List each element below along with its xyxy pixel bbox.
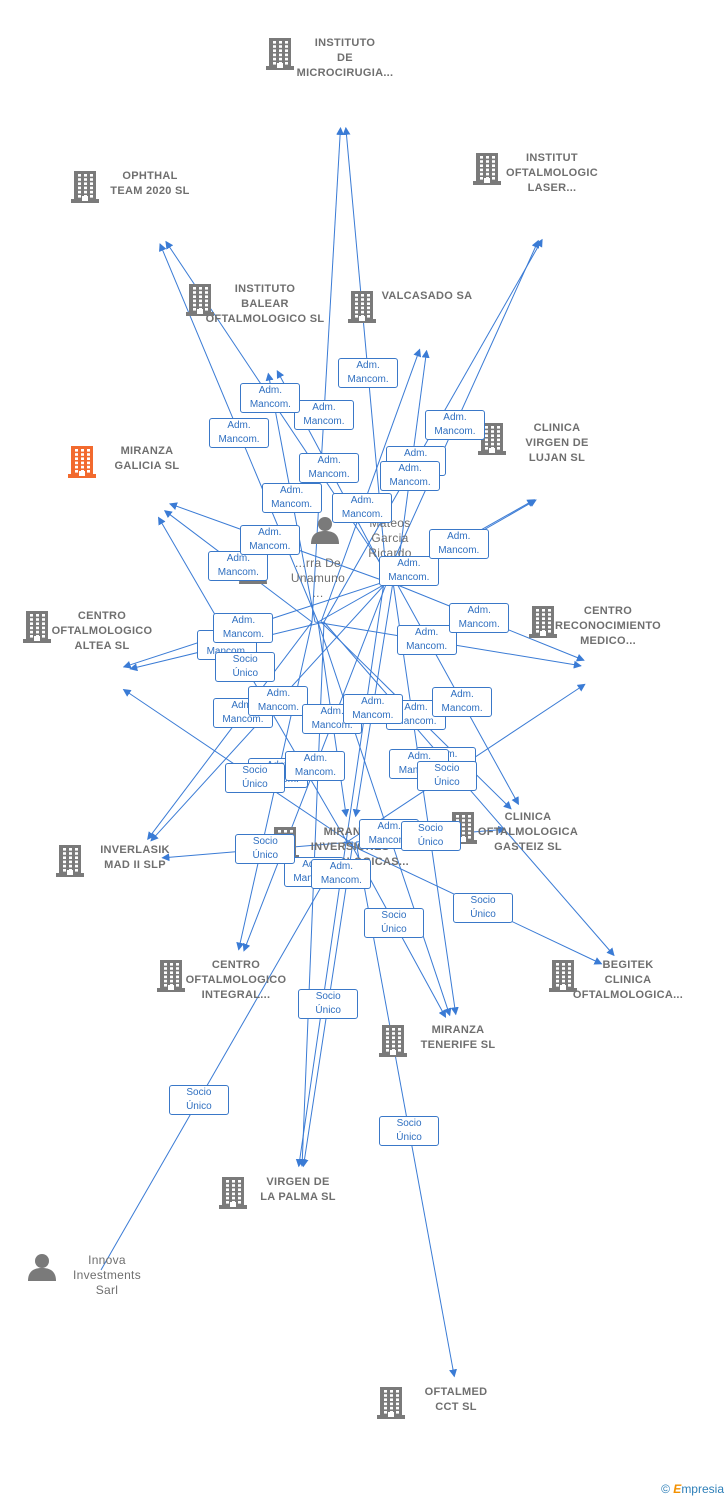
node-centro-integral[interactable]: CENTRO OFTALMOLOGICO INTEGRAL... (156, 958, 316, 1003)
node-label: OFTALMED CCT SL (424, 1386, 488, 1413)
edge-unamuno-to-miranza_tenerife (317, 621, 452, 1017)
edge-label[interactable]: Adm. Mancom. (428, 529, 489, 560)
building-icon (348, 291, 376, 323)
node-label: CENTRO OFTALMOLOGICO ALTEA SL (51, 610, 153, 652)
edge-label[interactable]: Adm. Mancom. (396, 625, 457, 656)
edge-label[interactable]: Adm. Mancom. (240, 383, 301, 414)
edge-label[interactable]: Adm. Mancom. (424, 409, 485, 440)
edge-label[interactable]: Socio Único (363, 907, 424, 938)
edge-label[interactable]: Socio Único (224, 762, 285, 793)
edge-label[interactable]: Adm. Mancom. (209, 417, 269, 448)
edge-label[interactable]: Adm. Mancom. (299, 453, 360, 484)
edge-label[interactable]: Adm. Mancom. (293, 399, 354, 430)
edge-label[interactable]: Adm. Mancom. (378, 555, 439, 586)
building-icon (473, 153, 501, 185)
copyright-symbol: © (661, 1482, 670, 1496)
edge-label[interactable]: Adm. Mancom. (449, 603, 510, 633)
brand-name: mpresia (681, 1482, 724, 1496)
node-label: MIRANZA GALICIA SL (114, 445, 180, 472)
edge-label[interactable]: Adm. Mancom. (338, 358, 399, 389)
building-icon (549, 960, 577, 992)
building-icon (529, 606, 557, 638)
building-icon (219, 1177, 247, 1209)
edge-label[interactable]: Socio Único (379, 1115, 440, 1146)
edge-label[interactable]: Adm. Mancom. (285, 751, 346, 782)
edge-label[interactable]: Adm. Mancom. (261, 482, 322, 513)
node-label: VIRGEN DE LA PALMA SL (260, 1176, 336, 1203)
edge-label[interactable]: Socio Único (215, 651, 276, 682)
node-label: BEGITEK CLINICA OFTALMOLOGICA... (572, 959, 684, 1001)
edge-label[interactable]: Adm. Mancom. (239, 524, 300, 555)
node-virgen-palma[interactable]: VIRGEN DE LA PALMA SL (218, 1175, 378, 1209)
edge-label[interactable]: Adm. Mancom. (208, 551, 269, 582)
edge-label[interactable]: Adm. Mancom. (332, 492, 393, 523)
node-label: ...rra De Unamuno ... (290, 556, 346, 600)
node-label: INVERLASIK MAD II SLP (100, 844, 170, 871)
node-label: INSTITUT OFTALMOLOGIC LASER... (506, 152, 598, 194)
brand-watermark: © Empresia (661, 1482, 724, 1496)
node-label: CLINICA VIRGEN DE LUJAN SL (525, 422, 589, 464)
node-oftalmed[interactable]: OFTALMED CCT SL (376, 1385, 536, 1419)
node-mateos[interactable]: Mateos Garcia Ricardo (310, 516, 470, 561)
node-clinica-lujan[interactable]: CLINICA VIRGEN DE LUJAN SL (477, 421, 637, 466)
edge-label[interactable]: Adm. Mancom. (432, 687, 493, 717)
node-label: CLINICA OFTALMOLOGICA GASTEIZ SL (477, 811, 579, 853)
node-ophthal[interactable]: OPHTHAL TEAM 2020 SL (70, 169, 230, 203)
edge-label[interactable]: Socio Único (416, 760, 477, 791)
building-icon (157, 960, 185, 992)
person-icon (28, 1254, 56, 1281)
node-label: INSTITUTO DE MICROCIRUGIA... (296, 37, 394, 79)
building-icon (377, 1387, 405, 1419)
node-label: OPHTHAL TEAM 2020 SL (110, 170, 190, 197)
node-instituto-balear[interactable]: INSTITUTO BALEAR OFTALMOLOGICO SL (185, 282, 345, 327)
edge-label[interactable]: Socio Único (453, 892, 514, 923)
node-institut-laser[interactable]: INSTITUT OFTALMOLOGIC LASER... (472, 151, 632, 196)
building-icon (379, 1025, 407, 1057)
brand-initial: E (673, 1482, 682, 1496)
building-icon (23, 611, 51, 643)
node-label: INSTITUTO BALEAR OFTALMOLOGICO SL (205, 283, 325, 325)
building-icon (68, 446, 96, 478)
building-icon (266, 38, 294, 70)
edge-label[interactable]: Adm. Mancom. (311, 859, 372, 890)
edge-label[interactable]: Socio Único (168, 1084, 229, 1115)
node-clinica-gasteiz[interactable]: CLINICA OFTALMOLOGICA GASTEIZ SL (448, 810, 608, 855)
building-icon (71, 171, 99, 203)
node-label: CENTRO OFTALMOLOGICO INTEGRAL... (185, 959, 287, 1001)
edge-innova-to-miranza_inv (100, 863, 335, 1271)
node-centro-reconoc[interactable]: CENTRO RECONOCIMIENTO MEDICO... (528, 604, 688, 649)
node-label: MIRANZA TENERIFE SL (420, 1024, 496, 1051)
edge-label[interactable]: Adm. Mancom. (342, 693, 403, 724)
edge-unamuno-to-inverlasik (147, 621, 313, 841)
node-innova[interactable]: Innova Investments Sarl (27, 1253, 187, 1298)
building-icon (56, 845, 84, 877)
edge-label[interactable]: Socio Único (235, 834, 296, 865)
edge-unamuno-to-valcasado (320, 348, 422, 623)
node-miranza-galicia[interactable]: MIRANZA GALICIA SL (67, 444, 227, 478)
edge-label[interactable]: Adm. Mancom. (380, 460, 441, 491)
node-valcasado[interactable]: VALCASADO SA (347, 289, 507, 323)
node-miranza-tenerife[interactable]: MIRANZA TENERIFE SL (378, 1023, 538, 1057)
node-begitek[interactable]: BEGITEK CLINICA OFTALMOLOGICA... (548, 958, 708, 1003)
node-label: CENTRO RECONOCIMIENTO MEDICO... (554, 605, 662, 647)
building-icon (186, 284, 214, 316)
node-inverlasik[interactable]: INVERLASIK MAD II SLP (55, 843, 215, 877)
edge-label[interactable]: Socio Único (400, 820, 461, 851)
node-label: VALCASADO SA (381, 290, 473, 302)
building-icon (478, 423, 506, 455)
node-label: Innova Investments Sarl (73, 1253, 141, 1297)
edge-label[interactable]: Adm. Mancom. (248, 686, 309, 717)
person-icon (311, 517, 339, 544)
edge-label[interactable]: Socio Único (298, 989, 359, 1020)
node-instituto-micro[interactable]: INSTITUTO DE MICROCIRUGIA... (265, 36, 425, 81)
edge-label[interactable]: Adm. Mancom. (213, 612, 274, 643)
node-centro-altea[interactable]: CENTRO OFTALMOLOGICO ALTEA SL (22, 609, 182, 654)
